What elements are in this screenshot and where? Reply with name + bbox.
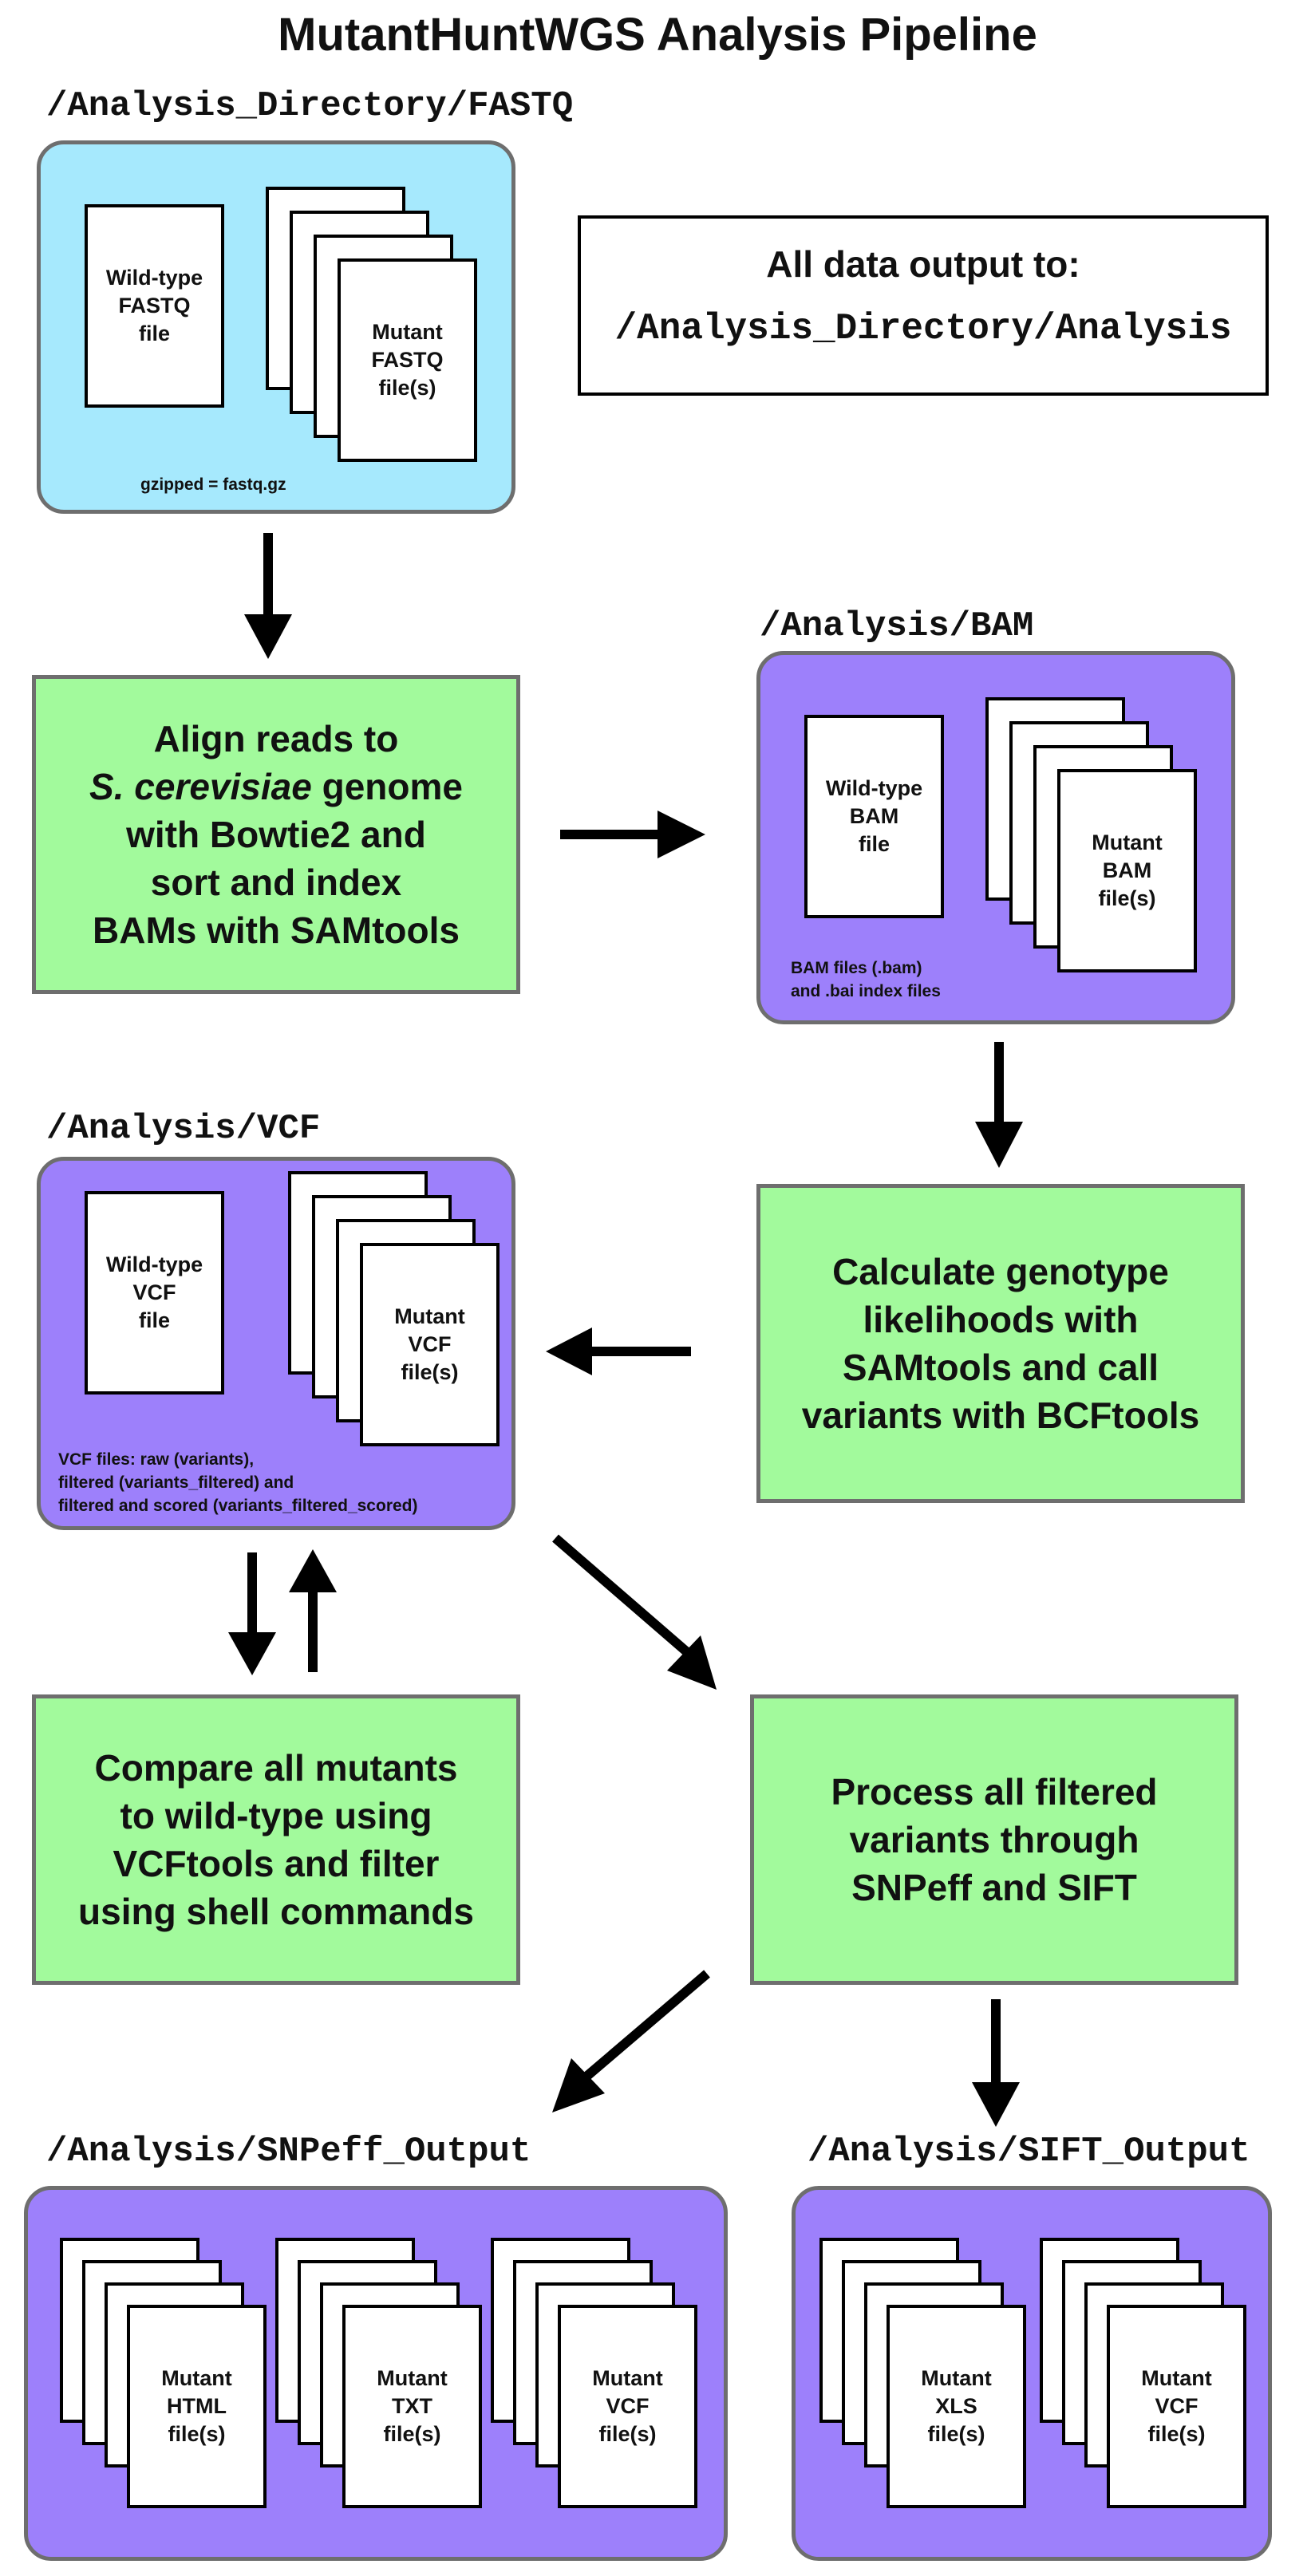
arrow-fastq-to-align-head (244, 614, 292, 659)
bam-container: Wild-type BAM file Mutant BAM file(s) BA… (756, 651, 1235, 1024)
mutant-html-files: Mutant HTML file(s) (127, 2305, 267, 2508)
compare-mutants-step: Compare all mutants to wild-type using V… (32, 1694, 520, 1985)
align-step-line: with Bowtie2 and (126, 814, 426, 855)
fastq-directory-path: /Analysis_Directory/FASTQ (46, 86, 574, 126)
arrow-genotype-to-vcf-head (546, 1327, 592, 1375)
mutant-fastq-files: Mutant FASTQ file(s) (338, 258, 477, 462)
arrow-compare-to-vcf-head (289, 1549, 337, 1592)
output-location-heading: All data output to: (766, 243, 1080, 285)
arrow-vcf-to-process-head (667, 1635, 717, 1690)
arrow-bam-to-genotype-head (975, 1122, 1023, 1168)
arrow-vcf-to-compare-head (228, 1632, 276, 1675)
fastq-container: Wild-type FASTQ file Mutant FASTQ file(s… (37, 140, 515, 514)
align-step-line: BAMs with SAMtools (93, 909, 460, 951)
diagram-title: MutantHuntWGS Analysis Pipeline (278, 9, 1037, 61)
align-step-line: S. cerevisiae genome (89, 763, 463, 811)
mutant-vcf-files: Mutant VCF file(s) (360, 1243, 500, 1446)
arrow-align-to-bam-head (658, 811, 705, 858)
wildtype-fastq-file: Wild-type FASTQ file (85, 204, 224, 408)
output-location-path: /Analysis_Directory/Analysis (614, 308, 1232, 349)
mutant-snpeff-vcf-files: Mutant VCF file(s) (558, 2305, 697, 2508)
arrow-process-to-sift-head (972, 2082, 1020, 2127)
arrow-process-to-snpeff-head (552, 2058, 605, 2112)
sift-container: Mutant XLS file(s) Mutant VCF file(s) (792, 2186, 1272, 2561)
fastq-note: gzipped = fastq.gz (140, 475, 286, 494)
mutant-bam-files: Mutant BAM file(s) (1057, 769, 1197, 972)
genotype-likelihood-step: Calculate genotype likelihoods with SAMt… (756, 1184, 1245, 1503)
mutant-txt-files: Mutant TXT file(s) (342, 2305, 482, 2508)
sift-directory-path: /Analysis/SIFT_Output (808, 2132, 1250, 2172)
output-location-box: All data output to: /Analysis_Directory/… (578, 215, 1269, 396)
bam-directory-path: /Analysis/BAM (760, 606, 1034, 646)
mutant-sift-vcf-files: Mutant VCF file(s) (1107, 2305, 1246, 2508)
snpeff-directory-path: /Analysis/SNPeff_Output (46, 2132, 531, 2172)
align-reads-step: Align reads to S. cerevisiae genome with… (32, 675, 520, 994)
species-name: S. cerevisiae (89, 766, 312, 807)
vcf-directory-path: /Analysis/VCF (46, 1109, 321, 1149)
arrow-process-to-snpeff (584, 1970, 710, 2080)
align-step-line: Align reads to (153, 718, 399, 759)
wildtype-bam-file: Wild-type BAM file (804, 715, 944, 918)
wildtype-vcf-file: Wild-type VCF file (85, 1191, 224, 1395)
vcf-container: Wild-type VCF file Mutant VCF file(s) VC… (37, 1157, 515, 1530)
mutant-xls-files: Mutant XLS file(s) (887, 2305, 1026, 2508)
arrow-vcf-to-process (552, 1534, 689, 1655)
align-step-line-rest: genome (311, 766, 463, 807)
bam-note: BAM files (.bam) and .bai index files (791, 959, 941, 1000)
align-step-line: sort and index (150, 862, 402, 903)
snpeff-container: Mutant HTML file(s) Mutant TXT file(s) M… (24, 2186, 728, 2561)
vcf-note: VCF files: raw (variants), filtered (var… (58, 1450, 418, 1515)
process-variants-step: Process all filtered variants through SN… (750, 1694, 1238, 1985)
